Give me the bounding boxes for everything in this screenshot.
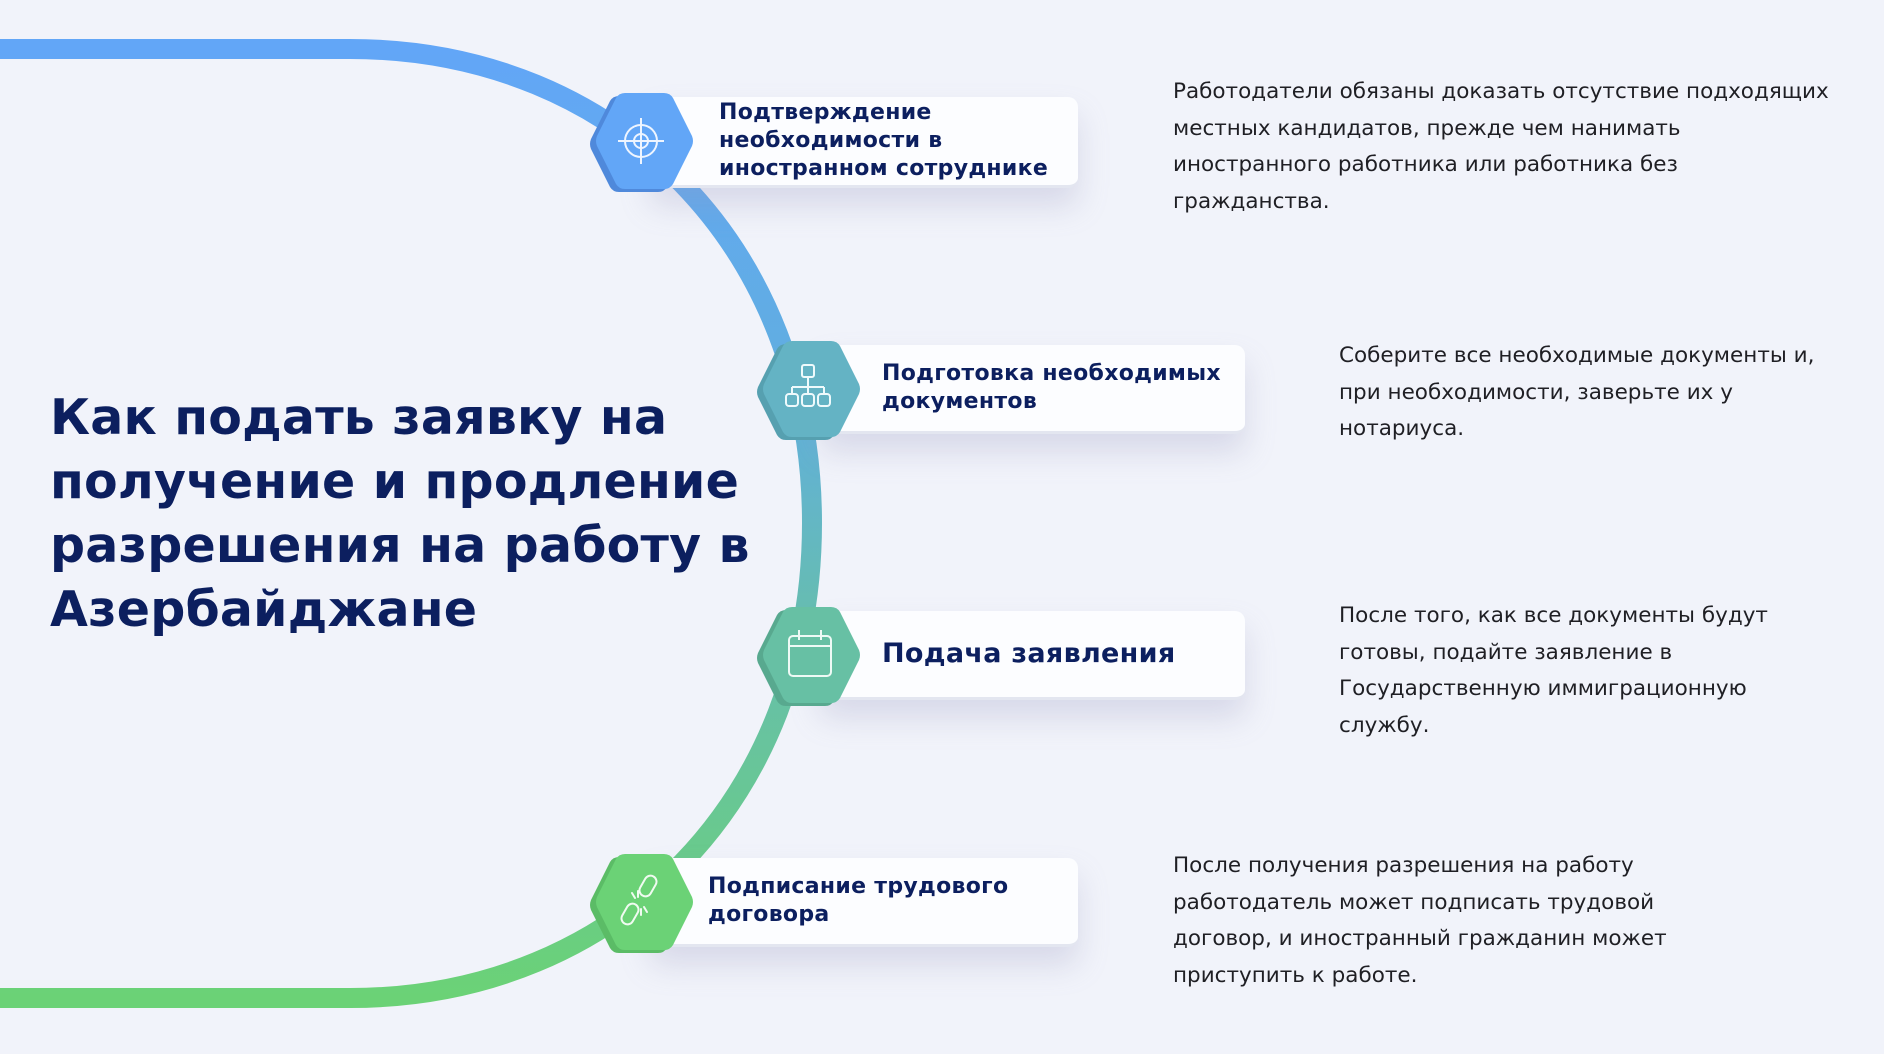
step-1-description: Работодатели обязаны доказать отсутствие… xyxy=(1173,79,1829,214)
step-3-card: Подача заявления xyxy=(820,611,1245,700)
calendar-icon xyxy=(753,606,861,706)
broken-link-icon xyxy=(586,853,694,953)
hierarchy-icon xyxy=(753,340,861,440)
step-3-label: Подача заявления xyxy=(882,638,1176,669)
step-2-description: Соберите все необходимые документы и, пр… xyxy=(1339,343,1815,441)
step-1-label: Подтверждение необходимости в иностранно… xyxy=(719,100,1049,181)
step-4-description: После получения разрешения на работу раб… xyxy=(1173,853,1667,988)
step-4-label: Подписание трудового договора xyxy=(708,874,1009,927)
step-1-card: Подтверждение необходимости в иностранно… xyxy=(650,97,1078,188)
page-title: Как подать заявку на получение и продлен… xyxy=(50,389,750,638)
step-2-card: Подготовка необходимых документов xyxy=(820,345,1245,434)
step-4-card: Подписание трудового договора xyxy=(650,858,1078,947)
step-2-label: Подготовка необходимых документов xyxy=(882,361,1221,414)
step-3-description: После того, как все документы будут гото… xyxy=(1339,603,1768,738)
target-icon xyxy=(586,92,694,192)
